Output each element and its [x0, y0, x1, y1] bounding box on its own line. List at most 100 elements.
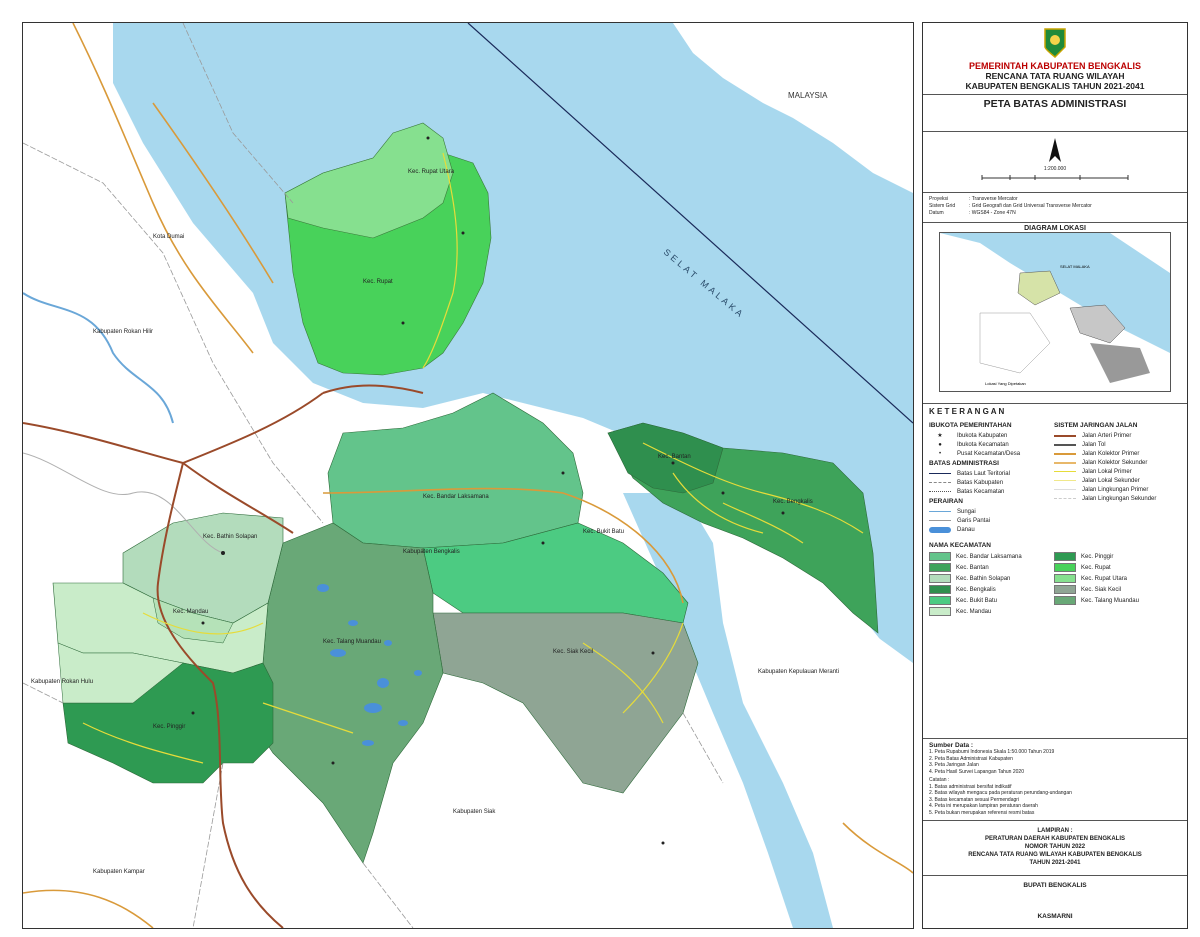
- map-frame[interactable]: MALAYSIA SELAT MALAKA Kota Dumai Kabupat…: [22, 22, 914, 929]
- swatch-bathin: Kec. Bathin Solapan: [929, 573, 1054, 584]
- kec-swatch-col-left: Kec. Bandar Laksamana Kec. Bantan Kec. B…: [929, 551, 1054, 617]
- label-mandau: Kec. Mandau: [173, 609, 208, 615]
- sea-boundary-icon: [929, 473, 951, 474]
- kabupaten-boundaries: [23, 23, 724, 928]
- swatch-pinggir: Kec. Pinggir: [1054, 551, 1179, 562]
- local-primary-icon: [1054, 471, 1076, 472]
- perairan-title: PERAIRAN: [929, 498, 963, 505]
- kec-swatch-col-right: Kec. Pinggir Kec. Rupat Kec. Rupat Utara…: [1054, 551, 1179, 617]
- local-secondary-icon: [1054, 480, 1076, 481]
- legend-batas-kab: Batas Kabupaten: [929, 478, 1054, 487]
- label-pinggir: Kec. Pinggir: [153, 724, 185, 730]
- title-block: PEMERINTAH KABUPATEN BENGKALIS RENCANA T…: [923, 23, 1187, 132]
- signature-block: BUPATI BENGKALIS KASMARNI: [923, 876, 1187, 926]
- legend-sungai: Sungai: [929, 507, 1054, 516]
- lampiran-block: LAMPIRAN : PERATURAN DAERAH KABUPATEN BE…: [923, 821, 1187, 876]
- settlements: [191, 136, 785, 845]
- location-diagram: DIAGRAM LOKASI SELAT MALAKA Lokasi Yang …: [923, 223, 1187, 404]
- kec-mandau-center: [152, 597, 234, 644]
- bengkalis-emblem-icon: [1044, 28, 1066, 59]
- legend-jalan-arteri: Jalan Arteri Primer: [1054, 431, 1179, 440]
- signature-name: KASMARNI: [1037, 913, 1073, 920]
- projection-row: Proyeksi: Transverse Mercator: [929, 196, 1018, 203]
- legend-jalan-tol: Jalan Tol: [1054, 440, 1179, 449]
- malaysia-land: [673, 23, 913, 193]
- signature-title: BUPATI BENGKALIS: [1023, 882, 1087, 889]
- legend-lingkungan-sekunder: Jalan Lingkungan Sekunder: [1054, 494, 1179, 503]
- arterial-road-icon: [1054, 434, 1076, 437]
- label-kab-bengkalis: Kabupaten Bengkalis: [403, 549, 460, 555]
- location-diagram-title: DIAGRAM LOKASI: [1024, 225, 1086, 232]
- scale-ratio: 1:200.000: [1043, 166, 1067, 172]
- plan-title-1: RENCANA TATA RUANG WILAYAH: [985, 71, 1125, 81]
- label-rokan-hilir: Kabupaten Rokan Hilir: [93, 329, 153, 335]
- kec-siak-kecil[interactable]: [432, 612, 699, 794]
- swatch-rupat-utara: Kec. Rupat Utara: [1054, 573, 1179, 584]
- inset-sea-label: SELAT MALAKA: [1060, 264, 1090, 269]
- swatch-bandar: Kec. Bandar Laksamana: [929, 551, 1054, 562]
- collector-secondary-icon: [1054, 461, 1076, 464]
- keterangan-title: K E T E R A N G A N: [929, 407, 1005, 416]
- label-malaysia: MALAYSIA: [788, 91, 828, 100]
- sumber-title: Sumber Data :: [929, 742, 974, 749]
- label-bandar-laksamana: Kec. Bandar Laksamana: [423, 494, 489, 500]
- kec-bukit-batu[interactable]: [422, 522, 689, 624]
- legend-danau: Danau: [929, 525, 1054, 534]
- toll-road-icon: [1054, 443, 1076, 446]
- legend-kolektor-primer: Jalan Kolektor Primer: [1054, 449, 1179, 458]
- swatch-siak-kecil: Kec. Siak Kecil: [1054, 584, 1179, 595]
- inset-map: SELAT MALAKA Lokasi Yang Dipetakan: [939, 232, 1171, 392]
- collector-primary-icon: [1054, 452, 1076, 455]
- legend-pantai: Garis Pantai: [929, 516, 1054, 525]
- plan-title-2: KABUPATEN BENGKALIS TAHUN 2021-2041: [965, 81, 1145, 91]
- scale-bar-icon: [981, 175, 1129, 180]
- label-talang-muandau: Kec. Talang Muandau: [323, 639, 381, 645]
- river-west: [23, 292, 174, 424]
- swatch-mandau: Kec. Mandau: [929, 606, 1054, 617]
- swatch-bukitbatu: Kec. Bukit Batu: [929, 595, 1054, 606]
- batas-title: BATAS ADMINISTRASI: [929, 460, 999, 467]
- kec-boundary-icon: [929, 491, 951, 492]
- legend-panel: PEMERINTAH KABUPATEN BENGKALIS RENCANA T…: [922, 22, 1188, 929]
- legend-batas-laut: Batas Laut Teritorial: [929, 469, 1054, 478]
- lake-icon: [929, 526, 951, 533]
- env-primary-icon: [1054, 489, 1076, 490]
- label-meranti: Kabupaten Kepulauan Meranti: [758, 669, 839, 675]
- lakes: [317, 584, 422, 746]
- label-kampar: Kabupaten Kampar: [93, 869, 145, 875]
- env-secondary-icon: [1054, 498, 1076, 499]
- kec-rupat-utara[interactable]: [284, 122, 454, 239]
- keterangan-block: K E T E R A N G A N IBUKOTA PEMERINTAHAN…: [923, 404, 1187, 739]
- projection-block: Proyeksi: Transverse Mercator Sistem Gri…: [923, 193, 1187, 223]
- label-siak: Kabupaten Siak: [453, 809, 496, 815]
- datum-row: Datum: WGS84 - Zone 47N: [929, 210, 1016, 217]
- legend-lokal-sekunder: Jalan Lokal Sekunder: [1054, 476, 1179, 485]
- map-title: PETA BATAS ADMINISTRASI: [923, 94, 1187, 110]
- legend-kolektor-sekunder: Jalan Kolektor Sekunder: [1054, 458, 1179, 467]
- legend-ibukota-kab: ★Ibukota Kabupaten: [929, 431, 1054, 440]
- river-west-2: [23, 452, 224, 554]
- kec-bengkalis[interactable]: [607, 422, 724, 494]
- arterial-roads: [23, 384, 424, 928]
- scale-block: 1:200.000: [923, 132, 1187, 193]
- kab-boundary-icon: [929, 482, 951, 483]
- label-bathin-solapan: Kec. Bathin Solapan: [203, 534, 257, 540]
- label-bukit-batu: Kec. Bukit Batu: [583, 529, 624, 535]
- legend-lokal-primer: Jalan Lokal Primer: [1054, 467, 1179, 476]
- legend-batas-kec: Batas Kecamatan: [929, 487, 1054, 496]
- collector-roads: [23, 23, 913, 928]
- meranti-island: [723, 543, 893, 823]
- grid-row: Sistem Grid: Grid Geografi dan Grid Univ…: [929, 203, 1092, 210]
- dot-icon: ●: [938, 441, 942, 448]
- swatch-bantan: Kec. Bantan: [929, 562, 1054, 573]
- label-kota-dumai: Kota Dumai: [153, 234, 184, 240]
- legend-col-left: IBUKOTA PEMERINTAHAN ★Ibukota Kabupaten …: [929, 420, 1054, 534]
- government-title: PEMERINTAH KABUPATEN BENGKALIS: [968, 61, 1141, 71]
- label-bengkalis: Kec. Bengkalis: [773, 499, 813, 505]
- legend-pusat-desa: •Pusat Kecamatan/Desa: [929, 449, 1054, 458]
- swatch-talang: Kec. Talang Muandau: [1054, 595, 1179, 606]
- jalan-title: SISTEM JARINGAN JALAN: [1054, 422, 1138, 429]
- river-icon: [929, 511, 951, 512]
- star-icon: ★: [937, 433, 943, 439]
- map-canvas[interactable]: MALAYSIA SELAT MALAKA Kota Dumai Kabupat…: [23, 23, 913, 928]
